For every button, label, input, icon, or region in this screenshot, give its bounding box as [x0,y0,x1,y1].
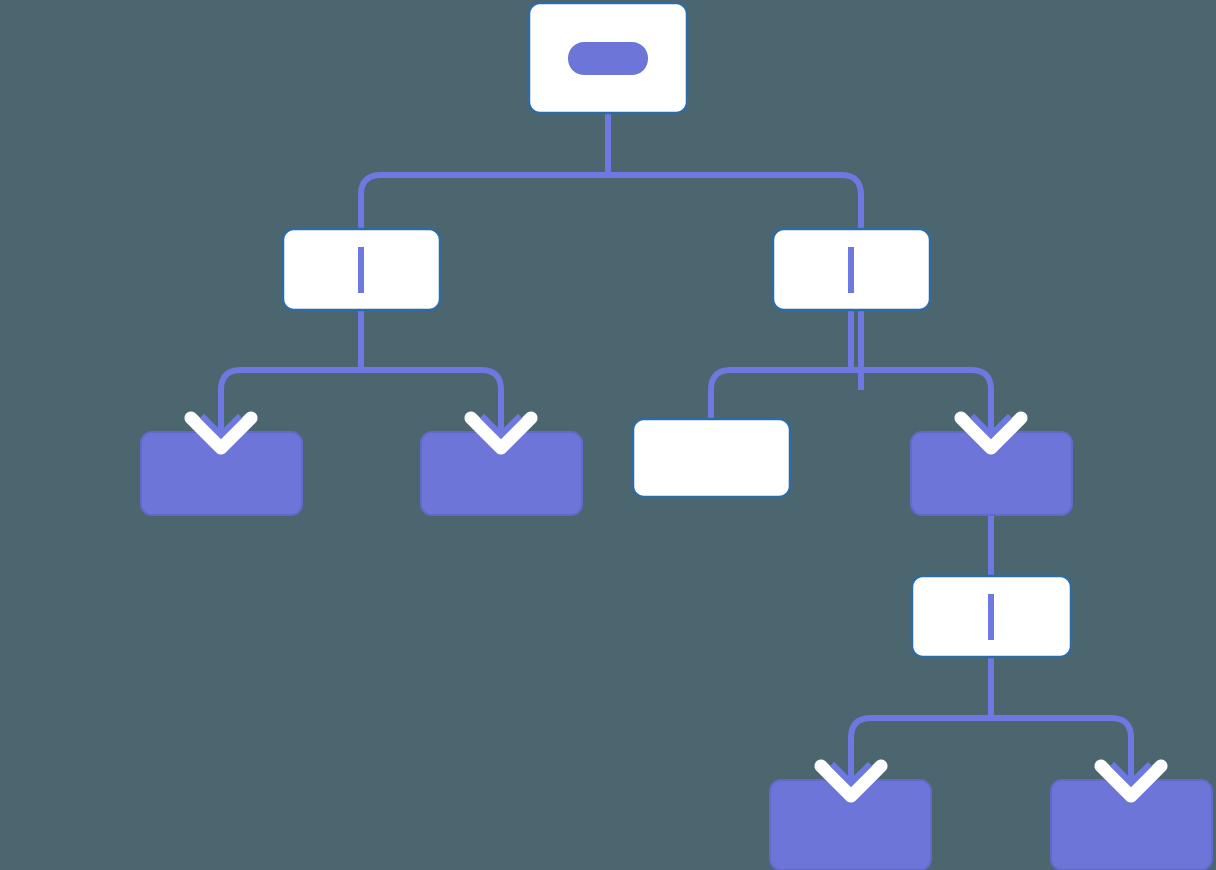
edge-left-to-leaf-a [218,367,361,444]
arrow-marker-leaf-right-b [954,411,1028,455]
edge-right-to-leaf-b [851,367,994,444]
arrow-head-icon [1109,761,1153,788]
chevron-down-icon [954,411,1028,455]
chevron-down-icon [814,759,888,803]
edge-deep-to-leaf-a [848,715,991,792]
chevron-down-icon [1094,759,1168,803]
chevron-down-icon [464,411,538,455]
arrow-head-icon [829,761,873,788]
edge-left-to-leaf-b [361,367,504,444]
arrow-marker-deep-right [1094,759,1168,803]
node-layer [140,1,1213,870]
arrow-head-icon [969,413,1013,440]
arrow-marker-leaf-left-a [184,411,258,455]
arrow-marker-leaf-left-b [464,411,538,455]
arrow-marker-layer [184,411,1168,803]
edge-right-to-plain [708,367,851,419]
root-pill-badge [568,42,648,75]
root-node[interactable] [527,1,689,115]
plain-node-right[interactable] [631,417,792,499]
edge-root-to-left [608,172,864,390]
chevron-down-icon [184,411,258,455]
edge-layer [218,45,1134,792]
arrow-head-icon [199,413,243,440]
edge-root-to-right [358,172,608,370]
plain-node-right-box[interactable] [631,417,792,499]
arrow-marker-deep-left [814,759,888,803]
arrow-head-icon [479,413,523,440]
passthrough-line-layer [358,247,994,640]
edge-deep-to-leaf-b [991,715,1134,792]
